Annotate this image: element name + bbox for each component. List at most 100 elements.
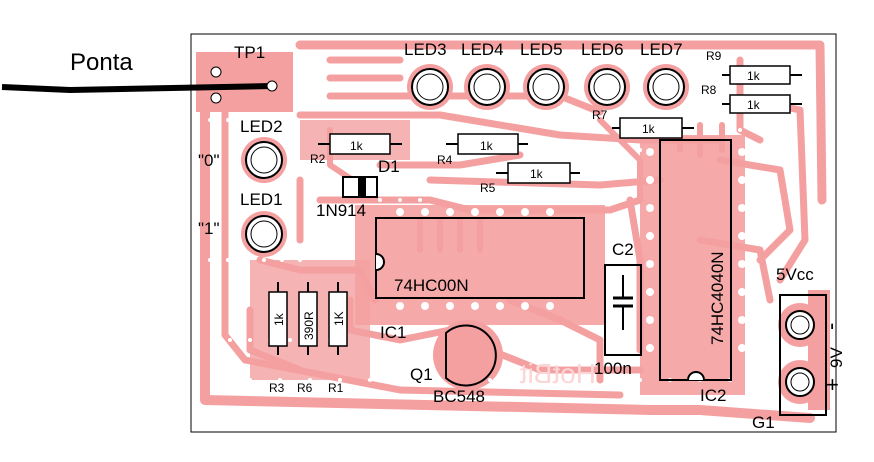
ic2-part: 74HC4040N: [708, 251, 727, 345]
via: [638, 148, 642, 152]
led2-state-label: "0": [198, 151, 220, 170]
ic2-pin-hole: [646, 260, 654, 268]
resistor-r7: 1k R7: [592, 108, 694, 139]
via: [368, 378, 372, 382]
via: [578, 378, 582, 382]
ic2-pin-hole: [738, 232, 746, 240]
ic1-part: 74HC00N: [394, 276, 469, 295]
r4-value: 1k: [480, 139, 494, 153]
led-led5: LED5: [520, 40, 565, 106]
probe-wire: [1, 83, 273, 94]
ic1-pin-hole: [546, 302, 554, 310]
r9-label: R9: [706, 49, 722, 63]
ic1-pin-hole: [496, 208, 504, 216]
ic1-74hc00: 74HC00N IC1: [375, 217, 585, 342]
c2-value: 100n: [594, 359, 632, 378]
via: [738, 128, 742, 132]
r8-label: R8: [701, 83, 717, 97]
led1-label: LED1: [240, 190, 283, 209]
ic1-pin-hole: [496, 302, 504, 310]
test-point-tp1: TP1: [210, 43, 278, 104]
ic1-pin-hole: [446, 302, 454, 310]
ic2-label: IC2: [700, 386, 726, 405]
watermark-logo: HotBit: [520, 358, 596, 389]
led2-label: LED2: [240, 117, 283, 136]
led1-state-label: "1": [198, 219, 220, 238]
vcc-label: 5Vcc: [776, 265, 814, 284]
r7-value: 1k: [642, 122, 656, 136]
via-grid: [208, 118, 792, 382]
ic2-pin-hole: [738, 260, 746, 268]
plus-label: +: [826, 372, 839, 397]
via: [262, 118, 266, 122]
capacitor-c2: C2 100n: [594, 240, 642, 378]
ic2-pin-hole: [646, 316, 654, 324]
r1-value: 1K: [332, 311, 346, 326]
d1-part: 1N914: [316, 201, 366, 220]
via: [398, 378, 402, 382]
led-led6: LED6: [581, 40, 626, 106]
r2-label: R2: [310, 152, 326, 166]
led-led4: LED4: [461, 40, 506, 106]
resistor-r9: 1k R9: [706, 49, 802, 85]
ic2-pin-hole: [738, 344, 746, 352]
r2-value: 1k: [350, 139, 364, 153]
via: [488, 378, 492, 382]
via: [244, 118, 248, 122]
ic2-pin-hole: [646, 288, 654, 296]
ic1-pin-hole: [396, 302, 404, 310]
via: [298, 258, 302, 262]
ic1-pin-hole: [471, 302, 479, 310]
transistor-q1: Q1 BC548: [410, 324, 497, 406]
via: [398, 198, 402, 202]
via: [378, 198, 382, 202]
ic2-pin-hole: [738, 204, 746, 212]
via: [418, 198, 422, 202]
via: [308, 378, 312, 382]
via: [338, 378, 342, 382]
r3-value: 1k: [272, 312, 286, 326]
via: [288, 338, 292, 342]
via: [226, 258, 230, 262]
via: [518, 378, 522, 382]
via: [248, 338, 252, 342]
r8-value: 1k: [747, 98, 761, 112]
via: [638, 378, 642, 382]
led-label-led5: LED5: [520, 40, 563, 59]
via: [428, 378, 432, 382]
resistor-r3: 1k R3: [268, 282, 288, 395]
via: [278, 378, 282, 382]
r4-label: R4: [437, 153, 453, 167]
led1-indicator: LED1 "1": [198, 190, 283, 253]
r7-label: R7: [592, 108, 608, 122]
led-label-led6: LED6: [581, 40, 624, 59]
r5-value: 1k: [530, 167, 544, 181]
resistor-r8: 1k R8: [701, 83, 802, 114]
probe-label: Ponta: [70, 49, 133, 76]
diode-d1: D1 1N914: [316, 157, 400, 220]
via: [208, 258, 212, 262]
ic2-pin-hole: [646, 176, 654, 184]
led-label-led7: LED7: [640, 40, 683, 59]
led-label-led4: LED4: [461, 40, 504, 59]
ic2-pin-hole: [646, 344, 654, 352]
via: [208, 118, 212, 122]
tp1-label: TP1: [234, 43, 265, 62]
ic1-pin-hole: [396, 208, 404, 216]
ic2-pin-hole: [646, 148, 654, 156]
r3-label: R3: [269, 381, 285, 395]
q1-label: Q1: [410, 365, 433, 384]
g1-label: G1: [752, 413, 775, 432]
d1-label: D1: [378, 157, 400, 176]
via: [758, 378, 762, 382]
ic2-pin-hole: [646, 204, 654, 212]
r1-label: R1: [328, 381, 344, 395]
via: [758, 128, 762, 132]
r6-value: 390R: [302, 311, 316, 340]
ic2-74hc4040: 74HC4040N IC2: [659, 139, 732, 405]
via: [248, 378, 252, 382]
ic2-pin-hole: [738, 176, 746, 184]
via: [244, 258, 248, 262]
